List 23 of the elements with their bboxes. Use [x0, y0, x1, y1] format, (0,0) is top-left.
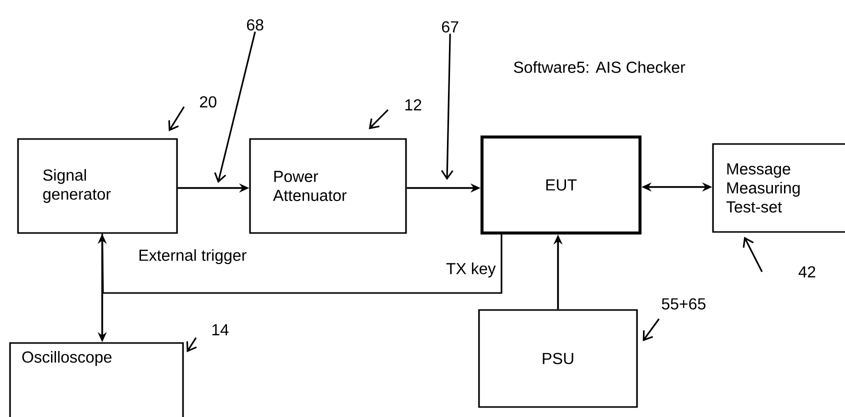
leader-arrow [214, 32, 256, 183]
callout-number: 20 [200, 96, 216, 108]
device-box: Power Attenuator [249, 138, 407, 234]
note-text: Software5: AIS Checker [514, 61, 686, 73]
leader-arrow [186, 337, 197, 352]
device-box: PSU [478, 309, 638, 408]
callout-number: 42 [798, 266, 816, 278]
device-box: Signal generator [17, 138, 178, 234]
leader-arrow [168, 106, 185, 132]
leader-arrow [642, 318, 660, 342]
leader-arrow [742, 236, 763, 272]
leader-arrow [368, 109, 389, 130]
device-box: Message Measuring Test-set [712, 143, 845, 233]
callout-number: 14 [212, 324, 229, 336]
leader-arrow [441, 34, 454, 180]
callout-number: 68 [247, 19, 264, 31]
device-box: Oscilloscope [9, 342, 184, 417]
callout-number: 55+65 [662, 298, 706, 310]
callout-number: 67 [442, 21, 458, 33]
callout-number: 12 [405, 99, 422, 110]
device-box: EUT [480, 136, 642, 234]
note-text: External trigger [140, 249, 246, 264]
edge-label: TX key [446, 262, 496, 278]
